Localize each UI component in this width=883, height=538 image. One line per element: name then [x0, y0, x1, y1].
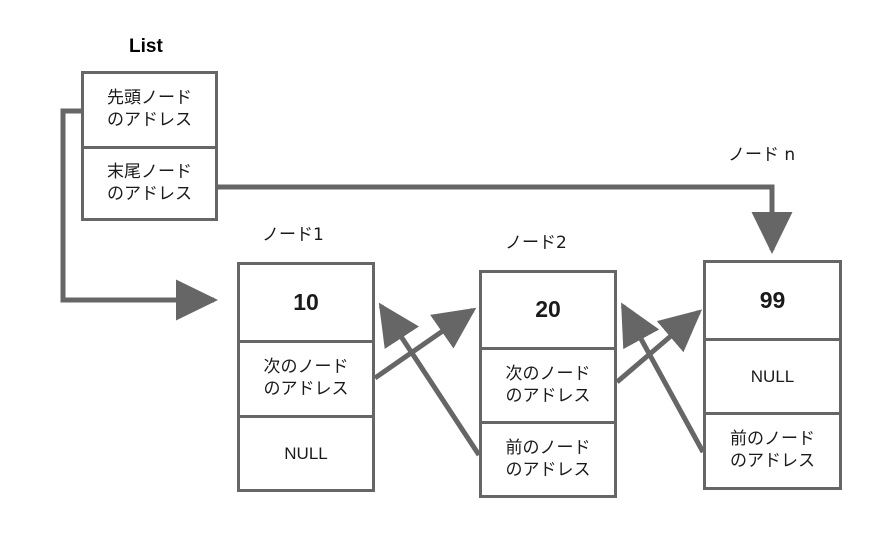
head-pointer-cell: 先頭ノード のアドレス [107, 88, 192, 130]
tail-pointer-cell: 末尾ノード のアドレス [84, 146, 215, 218]
node-1-value-cell: 10 [293, 288, 319, 315]
node1-next-to-node2-connector [373, 307, 477, 381]
node-1-next-cell: 次のノード のアドレス [240, 340, 372, 415]
noden-prev-to-node2-connector [620, 302, 706, 454]
list-title: List [129, 36, 163, 57]
node-2-value-cell: 20 [535, 296, 561, 323]
node-n-value-cell: 99 [759, 286, 786, 313]
node2-prev-to-node1-connector [378, 302, 482, 457]
node-2-box: 20 次のノード のアドレス 前のノード のアドレス [479, 270, 617, 498]
node-2-caption: ノード2 [505, 233, 567, 253]
list-header-box: 先頭ノード のアドレス 末尾ノード のアドレス [81, 71, 218, 221]
node-1-prev-cell: NULL [240, 415, 372, 489]
node-n-prev-cell: 前のノード のアドレス [706, 412, 839, 487]
node-2-next-cell: 次のノード のアドレス [482, 347, 614, 421]
node-1-caption: ノード1 [262, 225, 324, 245]
node-2-prev-cell: 前のノード のアドレス [482, 421, 614, 495]
node-1-box: 10 次のノード のアドレス NULL [237, 262, 375, 492]
node-n-box: 99 NULL 前のノード のアドレス [703, 260, 842, 490]
node2-next-to-noden-connector [615, 309, 703, 384]
node-n-caption: ノード n [728, 145, 796, 165]
node-n-next-cell: NULL [706, 338, 839, 412]
